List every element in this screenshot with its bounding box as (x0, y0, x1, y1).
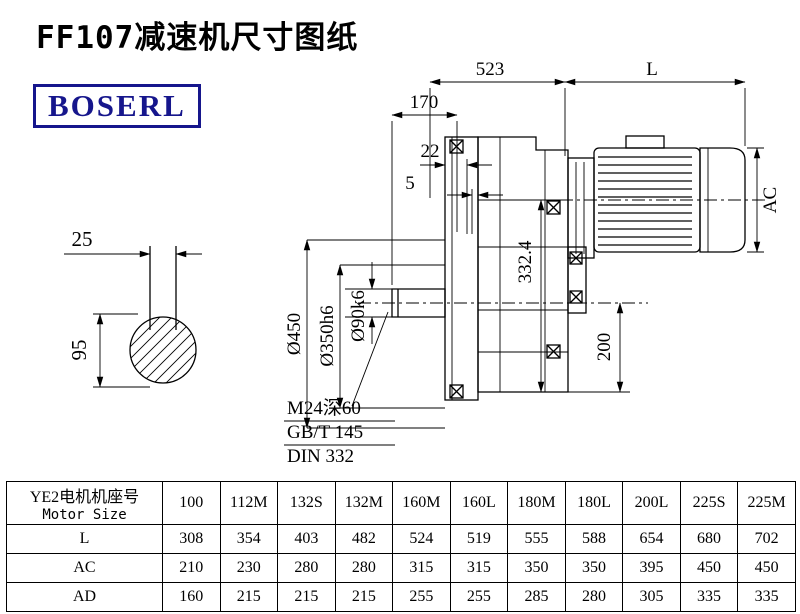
table-cell: 350 (507, 553, 566, 583)
table-cell: 450 (679, 553, 739, 583)
dimension-L: L (564, 59, 746, 146)
dim-label-L: L (646, 59, 658, 80)
dim-label-5: 5 (405, 173, 415, 194)
motor (567, 135, 746, 259)
column-header: 200L (622, 481, 681, 525)
header-en: Motor Size (42, 507, 127, 523)
table-cell: 482 (334, 524, 394, 554)
header-cn: YE2电机机座号 (29, 489, 140, 506)
table-row-AD: AD 160 215 215 215 255 255 285 280 305 3… (6, 582, 796, 612)
table-cell: 395 (622, 553, 681, 583)
table-header-row: YE2电机机座号 Motor Size 100 112M 132S 132M 1… (6, 481, 796, 525)
note-din: DIN 332 (287, 446, 354, 467)
dim-label-170: 170 (410, 92, 439, 113)
table-row-L: L 308 354 403 482 524 519 555 588 654 68… (6, 524, 796, 554)
table-cell: 354 (219, 524, 279, 554)
dim-label-95: 95 (67, 340, 91, 361)
dimension-22: 22 (420, 141, 492, 234)
dim-label-22: 22 (421, 141, 440, 162)
column-header: 180L (564, 481, 624, 525)
table-cell: 215 (334, 582, 394, 612)
row-label: AD (6, 582, 163, 612)
column-header: 180M (507, 481, 566, 525)
table-cell: 308 (162, 524, 221, 554)
dim-label-90: Ø90k6 (348, 290, 369, 342)
motor-size-header: YE2电机机座号 Motor Size (6, 481, 163, 525)
thread-notes: M24深60 GB/T 145 DIN 332 (284, 311, 395, 467)
note-gbt: GB/T 145 (287, 422, 363, 443)
column-header: 160L (449, 481, 509, 525)
table-cell: 350 (564, 553, 624, 583)
column-header: 132M (334, 481, 394, 525)
motor-size-table-wrap: YE2电机机座号 Motor Size 100 112M 132S 132M 1… (6, 481, 796, 612)
dim-label-200: 200 (594, 333, 615, 362)
column-header: 225S (679, 481, 739, 525)
row-label: AC (6, 553, 163, 583)
column-header: 112M (219, 481, 279, 525)
dim-label-332-4: 332.4 (515, 240, 536, 283)
table-cell: 519 (449, 524, 509, 554)
shaft-end-view: 25 95 (64, 227, 202, 388)
table-cell: 450 (737, 553, 796, 583)
table-cell: 280 (334, 553, 394, 583)
row-label: L (6, 524, 163, 554)
note-thread: M24深60 (287, 397, 361, 419)
dim-label-25: 25 (72, 227, 93, 251)
table-cell: 524 (392, 524, 451, 554)
dimension-450: Ø450 (284, 239, 445, 429)
dimension-95: 95 (67, 313, 150, 388)
column-header: 100 (162, 481, 221, 525)
bolt-marks (449, 139, 583, 399)
table-row-AC: AC 210 230 280 280 315 315 350 350 395 4… (6, 553, 796, 583)
dim-label-350: Ø350h6 (317, 305, 338, 366)
page-title: FF107减速机尺寸图纸 (36, 20, 359, 56)
table-cell: 680 (679, 524, 739, 554)
dimension-523: 523 (429, 59, 566, 198)
dimension-350: Ø350h6 (317, 264, 445, 409)
table-cell: 654 (622, 524, 681, 554)
table-cell: 588 (564, 524, 624, 554)
table-cell: 255 (392, 582, 451, 612)
column-header: 160M (392, 481, 451, 525)
table-cell: 210 (162, 553, 221, 583)
dim-label-523: 523 (476, 59, 505, 80)
hatch-pattern (130, 317, 196, 383)
table-cell: 702 (737, 524, 796, 554)
dimension-200: 200 (568, 302, 630, 393)
table-cell: 555 (507, 524, 566, 554)
dimension-332-4: 332.4 (515, 199, 545, 393)
table-cell: 335 (737, 582, 796, 612)
table-cell: 285 (507, 582, 566, 612)
table-cell: 230 (219, 553, 279, 583)
table-cell: 280 (564, 582, 624, 612)
column-header: 132S (277, 481, 336, 525)
table-cell: 255 (449, 582, 509, 612)
gearbox-side-view (358, 136, 768, 401)
table-cell: 215 (277, 582, 336, 612)
table-cell: 403 (277, 524, 336, 554)
motor-size-table: YE2电机机座号 Motor Size 100 112M 132S 132M 1… (6, 481, 796, 612)
table-cell: 335 (679, 582, 739, 612)
dimension-25: 25 (64, 227, 202, 258)
dimension-AC: AC (747, 147, 781, 253)
cooling-fins (598, 156, 692, 246)
column-header: 225M (737, 481, 796, 525)
dim-label-450: Ø450 (284, 313, 305, 355)
table-cell: 160 (162, 582, 221, 612)
dimension-90: Ø90k6 (345, 262, 392, 344)
table-cell: 305 (622, 582, 681, 612)
table-cell: 315 (392, 553, 451, 583)
dimension-drawing: 25 95 (64, 59, 781, 467)
brand-logo: BOSERL (33, 84, 201, 128)
dim-label-AC: AC (760, 187, 781, 213)
dimension-170: 170 (391, 92, 458, 285)
table-cell: 215 (219, 582, 279, 612)
dimension-5: 5 (405, 173, 503, 234)
table-cell: 315 (449, 553, 509, 583)
table-cell: 280 (277, 553, 336, 583)
